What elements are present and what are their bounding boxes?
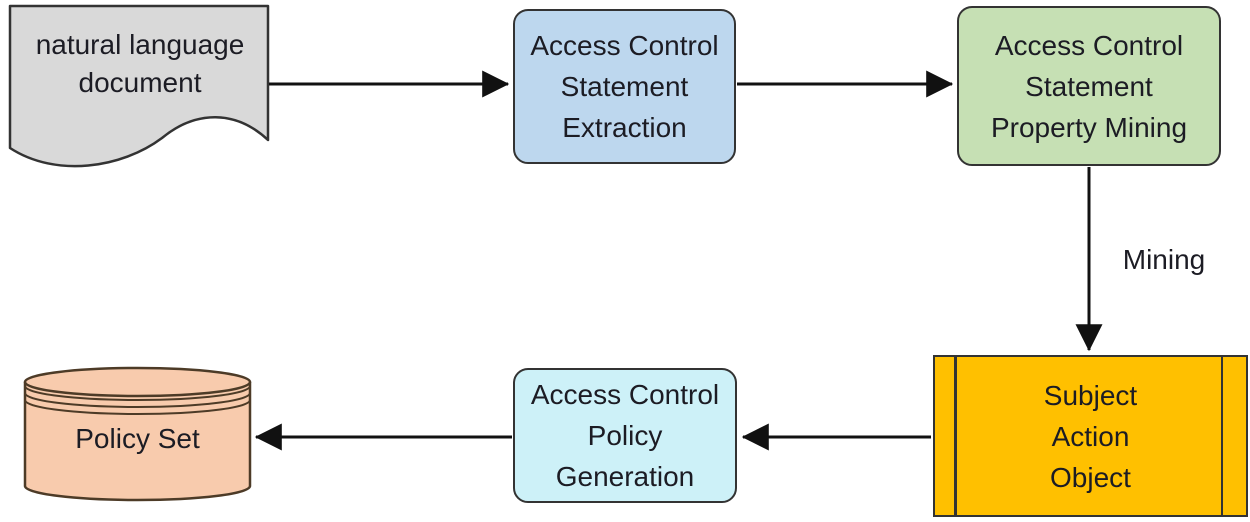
edge-label-mining: Mining: [1105, 238, 1223, 282]
cylinder-ring-1: [24, 385, 251, 401]
node-natural-language-document-label-area: natural language document: [20, 16, 260, 112]
node-label: natural language document: [35, 29, 245, 98]
edge-label-text: Mining: [1122, 244, 1206, 275]
document-shape: [8, 4, 270, 168]
cylinder-shape: [23, 366, 252, 502]
node-label: Access Control Statement Property Mining: [990, 29, 1188, 143]
cylinder-ring-2: [24, 392, 251, 408]
node-subject-action-object: Subject Action Object: [933, 355, 1248, 517]
node-policy-set-label-area: Policy Set: [25, 396, 250, 482]
node-label: Access Control Policy Generation: [530, 379, 720, 492]
cylinder-top: [23, 366, 252, 398]
cylinder-ring-3: [24, 399, 251, 415]
node-label: Access Control Statement Extraction: [530, 30, 719, 143]
node-label: Subject Action Object: [1043, 379, 1138, 493]
node-access-control-statement-property-mining: Access Control Statement Property Mining: [957, 6, 1221, 166]
node-access-control-statement-extraction: Access Control Statement Extraction: [513, 9, 736, 164]
node-access-control-policy-generation: Access Control Policy Generation: [513, 368, 737, 503]
node-label: Policy Set: [75, 423, 200, 454]
